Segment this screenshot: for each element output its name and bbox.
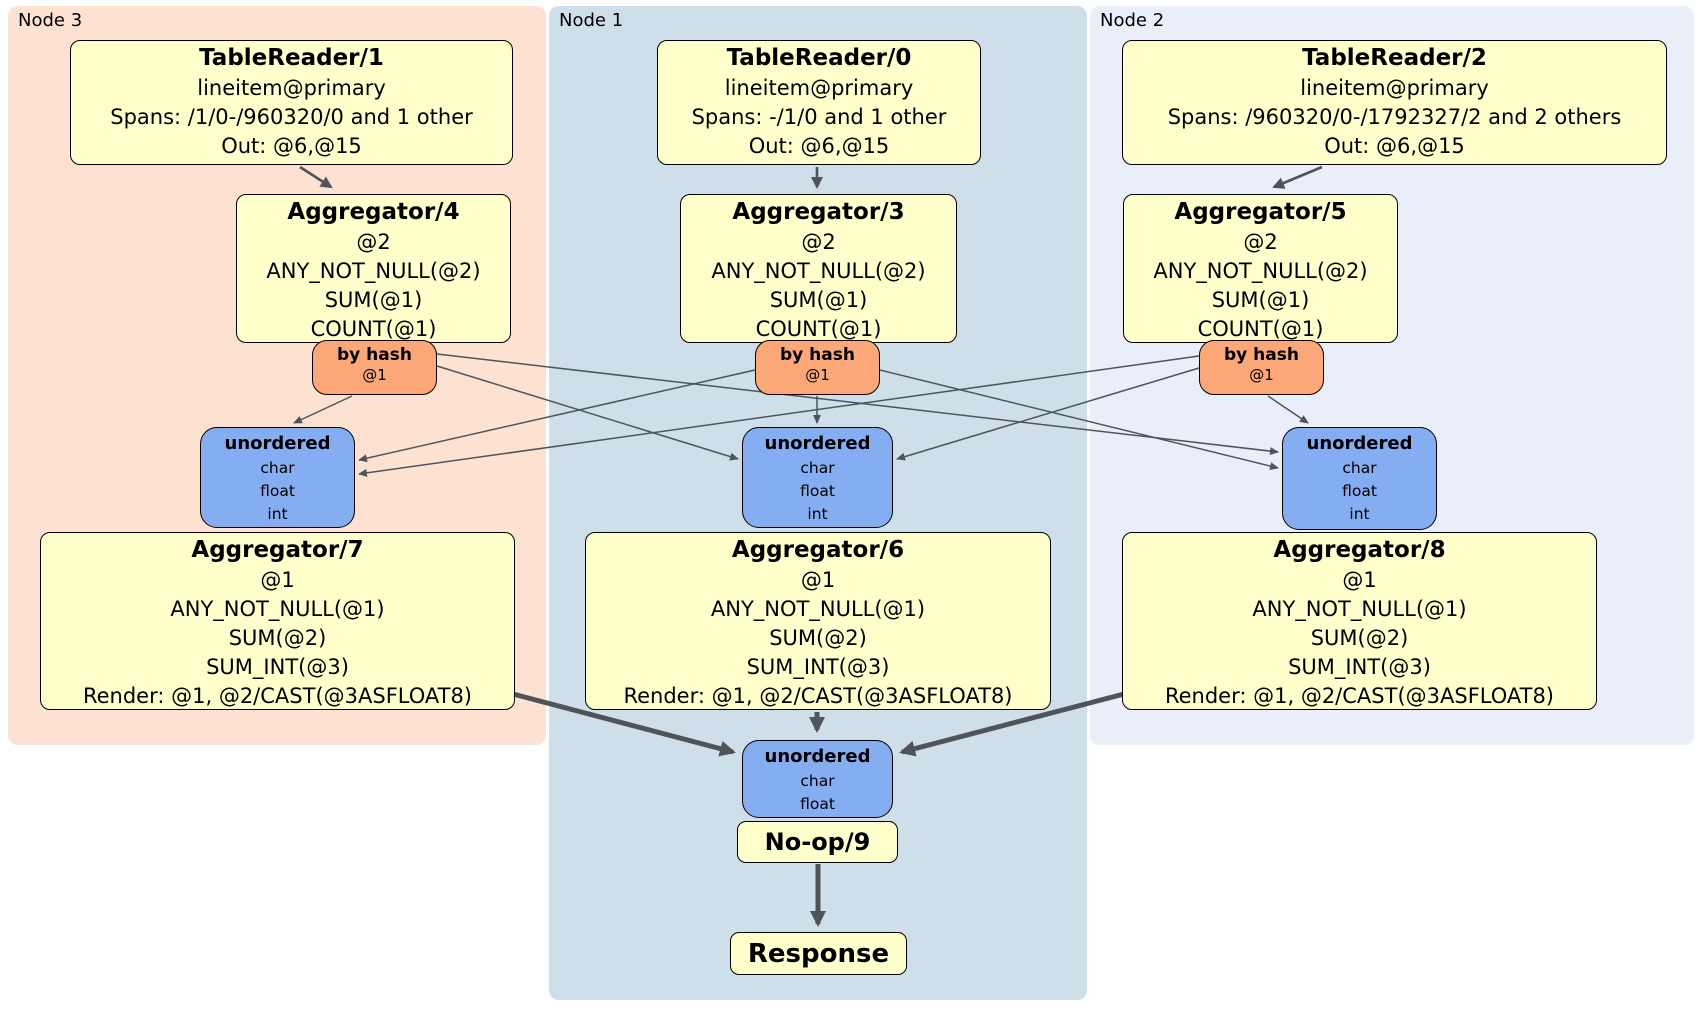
tablereader-1-out: Out: @6,@15 [221, 134, 362, 158]
aggregator-5-box: Aggregator/5 @2 ANY_NOT_NULL(@2) SUM(@1)… [1123, 194, 1398, 343]
aggregator-5-group: @2 [1243, 230, 1278, 254]
aggregator-5-fn3: COUNT(@1) [1197, 317, 1324, 341]
sync-col-char: char [800, 772, 835, 790]
aggregator-8-fn1: ANY_NOT_NULL(@1) [1252, 597, 1467, 621]
aggregator-6-fn3: SUM_INT(@3) [746, 655, 890, 679]
aggregator-4-fn1: ANY_NOT_NULL(@2) [266, 259, 481, 283]
tablereader-1-index: lineitem@primary [197, 76, 386, 100]
aggregator-7-fn3: SUM_INT(@3) [206, 655, 349, 679]
aggregator-6-fn2: SUM(@2) [769, 626, 867, 650]
unordered-sync-right-title: unordered [1306, 433, 1413, 454]
node2-label: Node 2 [1100, 10, 1165, 31]
hash-router-left-key: @1 [362, 366, 387, 384]
aggregator-7-fn2: SUM(@2) [228, 626, 327, 650]
aggregator-7-fn1: ANY_NOT_NULL(@1) [170, 597, 385, 621]
hash-router-mid: by hash @1 [755, 340, 880, 395]
hash-router-left-title: by hash [337, 345, 412, 365]
sync-col-float: float [800, 795, 835, 813]
node1-label: Node 1 [559, 10, 624, 31]
sync-col-float: float [800, 482, 835, 500]
aggregator-8-title: Aggregator/8 [1273, 537, 1446, 563]
noop-9-box: No-op/9 [737, 821, 898, 863]
hash-router-mid-key: @1 [805, 366, 830, 384]
tablereader-0-index: lineitem@primary [724, 76, 914, 100]
tablereader-2-title: TableReader/2 [1302, 45, 1487, 71]
sync-col-float: float [1342, 482, 1377, 500]
aggregator-6-group: @1 [800, 568, 836, 592]
sync-col-int: int [1349, 505, 1370, 523]
aggregator-4-box: Aggregator/4 @2 ANY_NOT_NULL(@2) SUM(@1)… [236, 194, 511, 343]
hash-router-right-title: by hash [1224, 345, 1299, 365]
aggregator-4-fn3: COUNT(@1) [310, 317, 437, 341]
tablereader-2-out: Out: @6,@15 [1324, 134, 1465, 158]
response-box: Response [730, 932, 907, 975]
tablereader-1-title: TableReader/1 [199, 45, 384, 71]
aggregator-6-title: Aggregator/6 [731, 537, 905, 563]
aggregator-3-box: Aggregator/3 @2 ANY_NOT_NULL(@2) SUM(@1)… [680, 194, 957, 343]
tablereader-0-box: TableReader/0 lineitem@primary Spans: -/… [657, 40, 981, 165]
hash-router-right-key: @1 [1249, 366, 1274, 384]
aggregator-3-fn1: ANY_NOT_NULL(@2) [711, 259, 926, 283]
aggregator-3-title: Aggregator/3 [732, 199, 905, 225]
aggregator-3-group: @2 [801, 230, 836, 254]
aggregator-5-title: Aggregator/5 [1174, 199, 1347, 225]
sync-col-char: char [800, 459, 835, 477]
aggregator-6-box: Aggregator/6 @1 ANY_NOT_NULL(@1) SUM(@2)… [585, 532, 1051, 710]
aggregator-8-group: @1 [1342, 568, 1377, 592]
unordered-sync-bottom: unordered char float [742, 740, 893, 818]
aggregator-7-render: Render: @1, @2/CAST(@3ASFLOAT8) [82, 684, 473, 708]
sync-col-char: char [260, 459, 295, 477]
aggregator-6-render: Render: @1, @2/CAST(@3ASFLOAT8) [623, 684, 1013, 708]
unordered-sync-mid: unordered char float int [742, 427, 893, 528]
aggregator-5-fn2: SUM(@1) [1211, 288, 1310, 312]
sync-col-float: float [260, 482, 295, 500]
aggregator-8-render: Render: @1, @2/CAST(@3ASFLOAT8) [1164, 684, 1555, 708]
aggregator-7-group: @1 [260, 568, 295, 592]
unordered-sync-mid-title: unordered [764, 433, 871, 454]
aggregator-8-fn3: SUM_INT(@3) [1288, 655, 1431, 679]
aggregator-3-fn2: SUM(@1) [769, 288, 868, 312]
tablereader-0-spans: Spans: -/1/0 and 1 other [691, 105, 947, 129]
hash-router-mid-title: by hash [780, 345, 855, 365]
unordered-sync-left: unordered char float int [200, 427, 355, 528]
unordered-sync-bottom-title: unordered [764, 746, 871, 767]
tablereader-0-out: Out: @6,@15 [748, 134, 890, 158]
unordered-sync-right: unordered char float int [1282, 427, 1437, 530]
aggregator-4-fn2: SUM(@1) [324, 288, 423, 312]
aggregator-8-fn2: SUM(@2) [1310, 626, 1409, 650]
tablereader-2-box: TableReader/2 lineitem@primary Spans: /9… [1122, 40, 1667, 165]
aggregator-8-box: Aggregator/8 @1 ANY_NOT_NULL(@1) SUM(@2)… [1122, 532, 1597, 710]
sync-col-char: char [1342, 459, 1377, 477]
aggregator-4-group: @2 [356, 230, 391, 254]
aggregator-6-fn1: ANY_NOT_NULL(@1) [710, 597, 926, 621]
node3-label: Node 3 [18, 10, 83, 31]
tablereader-1-box: TableReader/1 lineitem@primary Spans: /1… [70, 40, 513, 165]
aggregator-7-title: Aggregator/7 [191, 537, 364, 563]
tablereader-1-spans: Spans: /1/0-/960320/0 and 1 other [110, 105, 473, 129]
hash-router-right: by hash @1 [1199, 340, 1324, 395]
tablereader-2-index: lineitem@primary [1300, 76, 1489, 100]
sync-col-int: int [807, 505, 828, 523]
sync-col-int: int [267, 505, 288, 523]
aggregator-4-title: Aggregator/4 [287, 199, 460, 225]
unordered-sync-left-title: unordered [224, 433, 331, 454]
aggregator-5-fn1: ANY_NOT_NULL(@2) [1153, 259, 1368, 283]
tablereader-2-spans: Spans: /960320/0-/1792327/2 and 2 others [1167, 105, 1622, 129]
hash-router-left: by hash @1 [312, 340, 437, 395]
aggregator-7-box: Aggregator/7 @1 ANY_NOT_NULL(@1) SUM(@2)… [40, 532, 515, 710]
aggregator-3-fn3: COUNT(@1) [755, 317, 882, 341]
tablereader-0-title: TableReader/0 [726, 45, 912, 71]
